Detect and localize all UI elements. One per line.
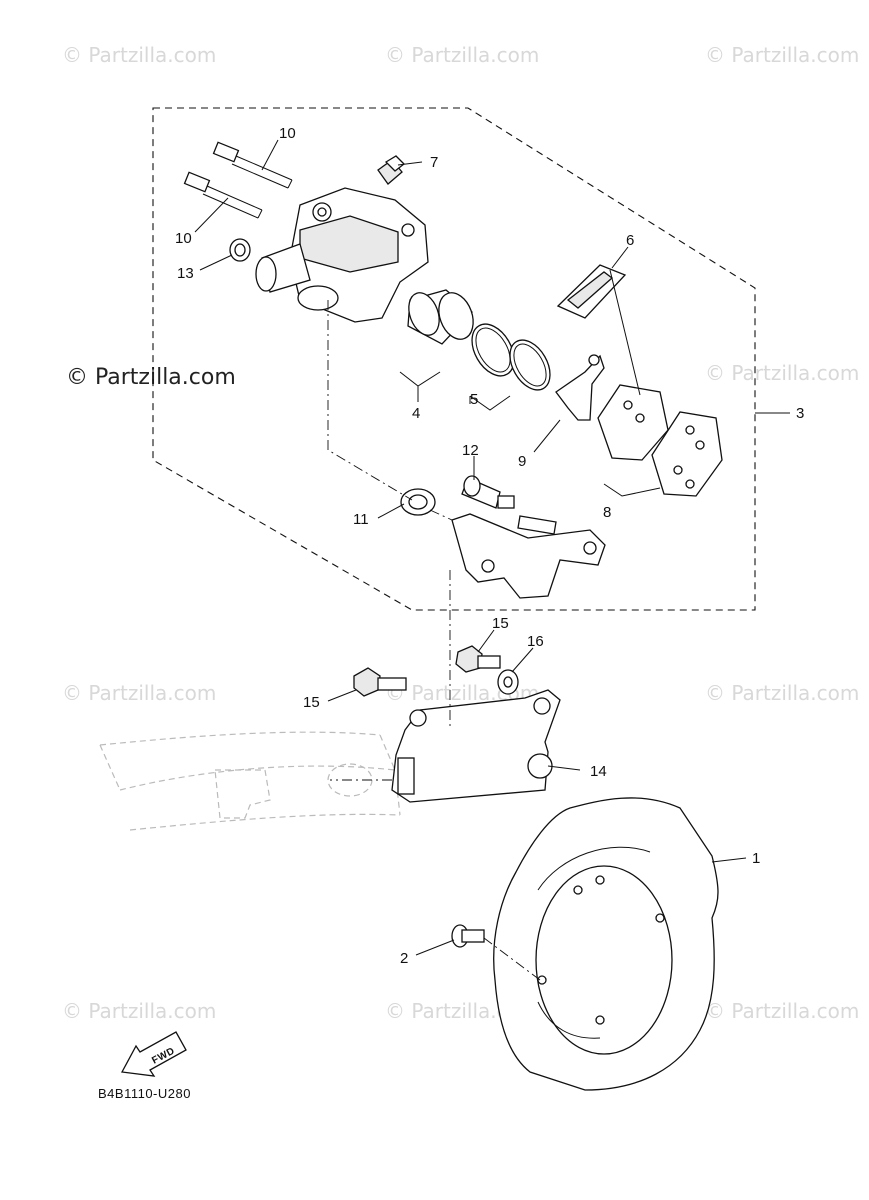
caliper-sleeve: [255, 243, 311, 293]
watermark-layer: © Partzilla.com © Partzilla.com © Partzi…: [62, 43, 859, 1023]
caliper-piston: [407, 289, 474, 345]
diagram-code: B4B1110-U280: [98, 1086, 191, 1101]
caliper-pin-upper: [212, 141, 293, 189]
caliper-boot: [229, 238, 251, 262]
fwd-arrow-icon: FWD: [120, 1031, 187, 1077]
bolt-left: [353, 667, 407, 697]
bleed-screw: [377, 155, 405, 185]
piston-seal-kit: [471, 323, 551, 391]
callout-1: 1: [752, 850, 760, 867]
caliper-mount-bracket: [391, 689, 561, 803]
callout-labels: 10 10 13 7 6 3 4 5 9 8 11 12 15 16 15 14…: [175, 125, 804, 967]
callout-10-upper: 10: [279, 125, 296, 142]
callout-8: 8: [603, 504, 611, 521]
caliper-pin-lower: [183, 171, 263, 219]
swingarm-outline: [99, 731, 401, 831]
watermark: © Partzilla.com: [62, 43, 216, 67]
callout-13: 13: [177, 265, 194, 282]
callout-11: 11: [353, 511, 369, 528]
callout-5: 5: [470, 391, 478, 408]
brake-pad-inner: [597, 384, 669, 461]
watermark: © Partzilla.com: [705, 43, 859, 67]
disc-bolt: [451, 924, 485, 948]
callout-2: 2: [400, 950, 408, 967]
callout-14: 14: [590, 763, 607, 780]
watermark: © Partzilla.com: [705, 361, 859, 385]
bracket-pin: [461, 475, 515, 509]
callout-9: 9: [518, 453, 526, 470]
bracket-boot: [400, 488, 436, 516]
watermark: © Partzilla.com: [705, 999, 859, 1023]
watermark-primary: © Partzilla.com: [66, 365, 236, 390]
caliper-assembly-boundary: [152, 107, 756, 611]
brake-disc: [493, 797, 719, 1091]
callout-6: 6: [626, 232, 634, 249]
watermark: © Partzilla.com: [385, 43, 539, 67]
callout-7: 7: [430, 154, 438, 171]
caliper-body: [289, 187, 429, 323]
bolt-right: [455, 645, 501, 673]
watermark: © Partzilla.com: [62, 681, 216, 705]
callout-15-left: 15: [303, 694, 320, 711]
callout-4: 4: [412, 405, 420, 422]
callout-3: 3: [796, 405, 804, 422]
callout-16: 16: [527, 633, 544, 650]
watermark: © Partzilla.com: [62, 999, 216, 1023]
pad-support-plate: [555, 354, 605, 421]
callout-12: 12: [462, 442, 479, 459]
caliper-bracket: [451, 513, 606, 599]
watermark: © Partzilla.com: [705, 681, 859, 705]
leader-lines: [194, 139, 790, 956]
brake-pad-outer: [651, 411, 723, 497]
callout-10-lower: 10: [175, 230, 192, 247]
washer: [497, 669, 519, 695]
callout-15-right: 15: [492, 615, 509, 632]
